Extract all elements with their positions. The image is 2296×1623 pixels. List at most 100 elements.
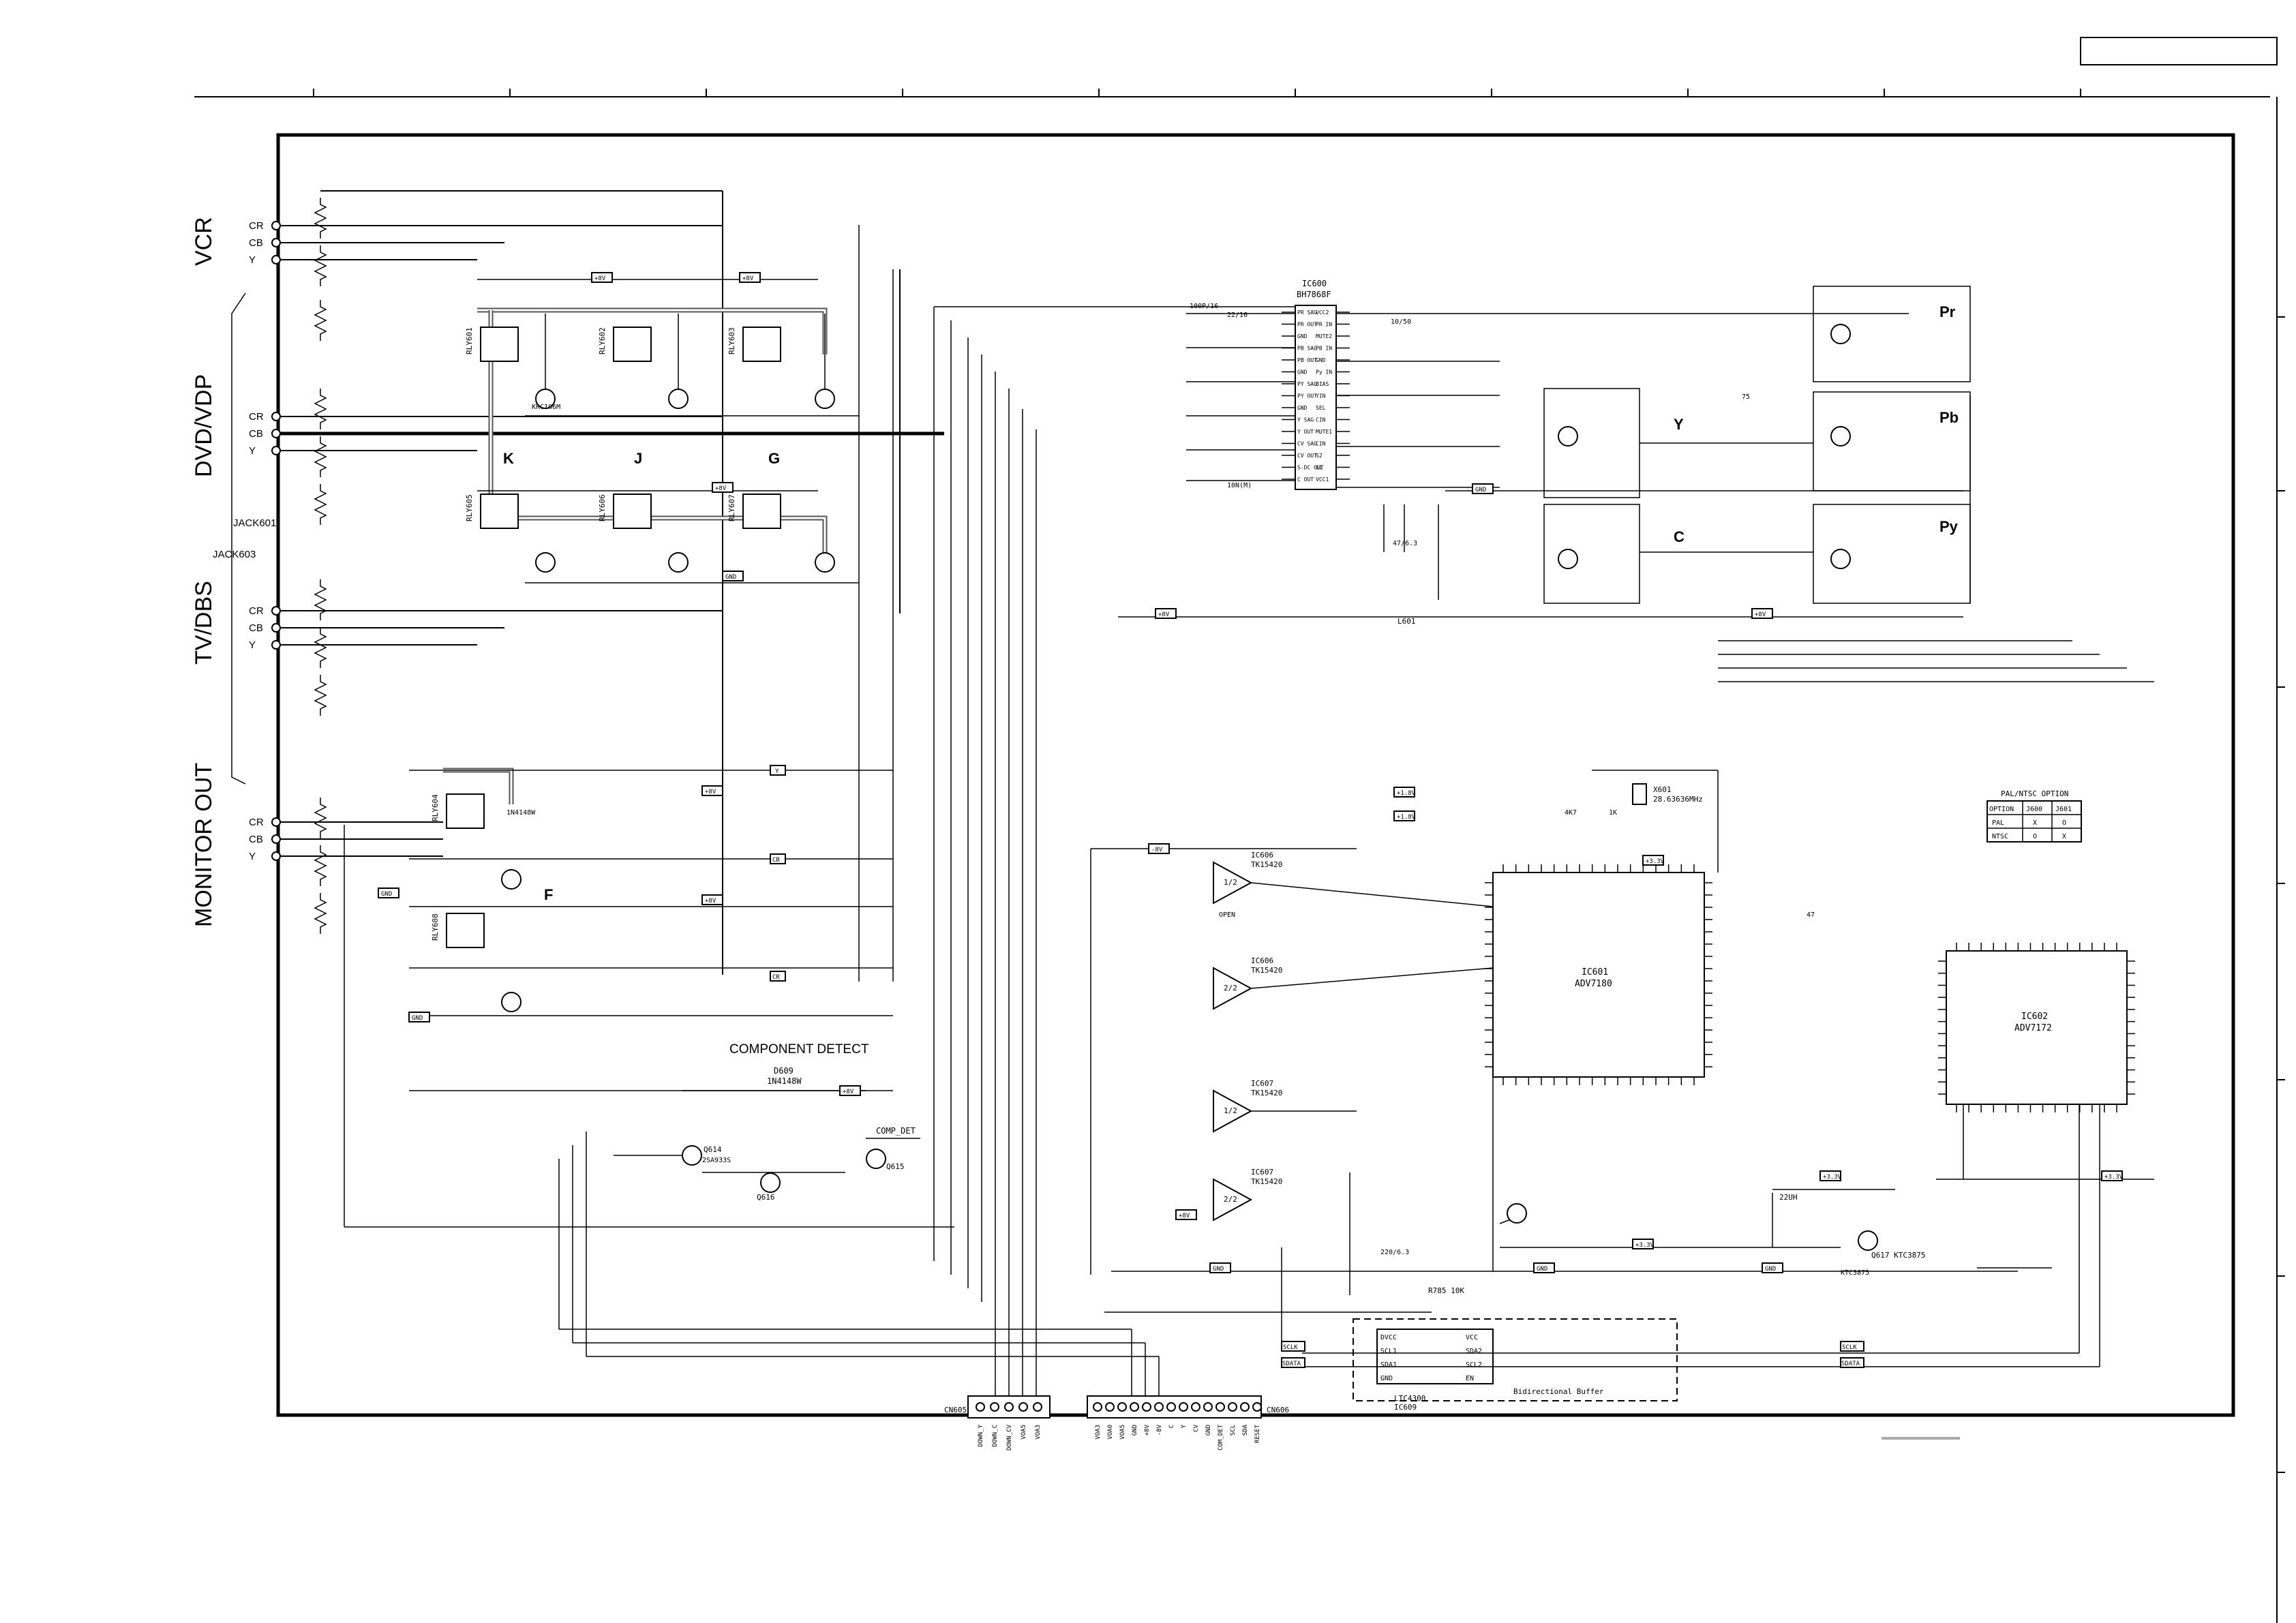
connector-pin-label: VOA3 (1035, 1425, 1042, 1440)
svg-text:2/2: 2/2 (1224, 984, 1237, 992)
svg-text:2SA933S: 2SA933S (702, 1157, 731, 1164)
bidirectional-buffer-label: Bidirectional Buffer (1513, 1387, 1604, 1396)
ic602-ref: IC602 (2021, 1012, 2048, 1022)
grid-ruler-top (194, 89, 2270, 97)
ic600-pin-left: C OUT (1297, 476, 1314, 483)
connector-pin (1166, 1402, 1176, 1412)
relay-rails (409, 225, 894, 1091)
ic600-pin-right: VCC2 (1316, 309, 1329, 316)
svg-text:2/2: 2/2 (1224, 1195, 1237, 1204)
ic600-pin-left: PR SAG (1297, 309, 1317, 316)
connector-pin (1105, 1402, 1115, 1412)
connector-pin-label: -8V (1156, 1424, 1163, 1436)
svg-text:+8V: +8V (742, 275, 754, 282)
lower-wiring: R785 10K 22UH L601 Q617 KTC3875 (1281, 617, 2154, 1350)
connector-pin (1203, 1402, 1213, 1412)
svg-text:TK15420: TK15420 (1251, 860, 1282, 869)
connector-pin-label: GND (1205, 1425, 1212, 1436)
connector-pin-label: RESET (1254, 1424, 1261, 1443)
svg-text:IC606: IC606 (1251, 956, 1273, 965)
connector-pin (1004, 1402, 1014, 1412)
ic600-pin-left: CV SAG (1297, 441, 1317, 447)
svg-text:22/16: 22/16 (1227, 312, 1248, 319)
svg-text:CB: CB (249, 834, 263, 845)
connector-pin-label: SCL (1230, 1425, 1237, 1436)
svg-text:+1.8V: +1.8V (1397, 790, 1416, 797)
ic600-pin-right: Py IN (1316, 369, 1332, 376)
svg-text:RLY604: RLY604 (431, 794, 440, 821)
svg-text:RLY602: RLY602 (598, 327, 607, 354)
relay-rly604 (446, 793, 485, 829)
output-label-py: Py (1939, 518, 1959, 535)
connector-pin-label: Y (1181, 1424, 1188, 1428)
svg-text:+3.3V: +3.3V (1646, 858, 1665, 865)
opamps: IC606 TK15420 1/2 IC606 TK15420 2/2 IC60… (1090, 848, 2018, 1313)
ic600-pin-left: GND (1297, 369, 1308, 376)
ic600-pin-left: PB OUT (1297, 357, 1317, 363)
svg-text:75: 75 (1742, 393, 1750, 401)
svg-text:J600: J600 (2026, 806, 2042, 813)
svg-text:GND: GND (1537, 1266, 1547, 1273)
component-detect-title: COMPONENT DETECT (729, 1042, 869, 1057)
l604-value: 22UH (1779, 1193, 1798, 1202)
connector-pin (1142, 1402, 1151, 1412)
svg-text:IC606: IC606 (1251, 851, 1273, 860)
svg-text:1N4148W: 1N4148W (507, 809, 536, 817)
ic601-ref: IC601 (1582, 967, 1608, 977)
svg-text:KTC3875: KTC3875 (1841, 1269, 1869, 1277)
ic600-pin-left: PB SAG (1297, 346, 1317, 352)
svg-text:-8V: -8V (1151, 847, 1163, 853)
grid-ruler-right (2276, 97, 2285, 1623)
svg-text:+8V: +8V (594, 275, 606, 282)
relay-rly606 (613, 494, 652, 529)
connector-pin (1130, 1402, 1139, 1412)
connector-pin (1228, 1402, 1237, 1412)
connector-pin-label: DOWN_CV (1006, 1424, 1013, 1451)
svg-text:TK15420: TK15420 (1251, 966, 1282, 975)
svg-text:O: O (2033, 833, 2037, 840)
input-label-monitor: MONITOR OUT (191, 763, 217, 927)
component-detect-diode-part: 1N4148W (767, 1076, 802, 1086)
svg-text:+8V: +8V (705, 789, 716, 795)
svg-text:Y: Y (249, 639, 256, 651)
svg-text:1K: 1K (1609, 809, 1617, 817)
component-detect-circuit: Q614 Q616 Q615 (614, 1090, 920, 1202)
svg-text:NTSC: NTSC (1992, 833, 2008, 840)
connector-pin-label: VOA5 (1119, 1425, 1126, 1440)
svg-text:Q615: Q615 (886, 1162, 905, 1171)
output-label-pb: Pb (1939, 409, 1959, 426)
connector-pin-label: GND (1132, 1425, 1138, 1436)
svg-text:+8V: +8V (1755, 611, 1766, 618)
svg-text:Y: Y (775, 768, 779, 775)
relays: RLY601 RLY602 RLY603 RLY605 RLY606 RLY60… (431, 327, 781, 948)
relay-rly603 (742, 327, 781, 362)
svg-text:CR: CR (772, 974, 780, 981)
ic600-pin-right: CIN (1316, 441, 1326, 447)
svg-text:GND: GND (725, 574, 736, 581)
svg-text:RLY601: RLY601 (465, 327, 474, 354)
ic600-pin-right: VCC1 (1316, 476, 1329, 483)
svg-text:CN606: CN606 (1267, 1406, 1289, 1414)
ic600-pin-left: GND (1297, 405, 1308, 411)
svg-text:Q614: Q614 (704, 1145, 722, 1154)
output-label-pr: Pr (1939, 303, 1956, 320)
svg-text:X601: X601 (1653, 785, 1672, 794)
ic600-pin-left: Y SAG (1297, 417, 1314, 423)
connector-pin (990, 1402, 999, 1412)
connector-pin-label: COM_DET (1218, 1424, 1224, 1451)
connector-pin-label: VOA0 (1107, 1425, 1114, 1440)
connector-pin (1033, 1402, 1042, 1412)
vcr-terminals: CR CB Y (249, 220, 281, 266)
svg-text:+8V: +8V (1179, 1213, 1190, 1219)
svg-text:1/2: 1/2 (1224, 1106, 1237, 1115)
r785-label: R785 10K (1428, 1286, 1464, 1295)
svg-text:PAL/NTSC OPTION: PAL/NTSC OPTION (2001, 789, 2068, 798)
connector-pin-label: DOWN_C (992, 1425, 999, 1447)
jack-603-label: JACK603 (213, 549, 256, 560)
svg-text:10N(M): 10N(M) (1227, 482, 1252, 489)
connector-pin (1252, 1402, 1262, 1412)
title-block (2080, 37, 2278, 65)
svg-text:OPEN: OPEN (1219, 911, 1235, 919)
svg-text:RLY603: RLY603 (727, 327, 736, 354)
